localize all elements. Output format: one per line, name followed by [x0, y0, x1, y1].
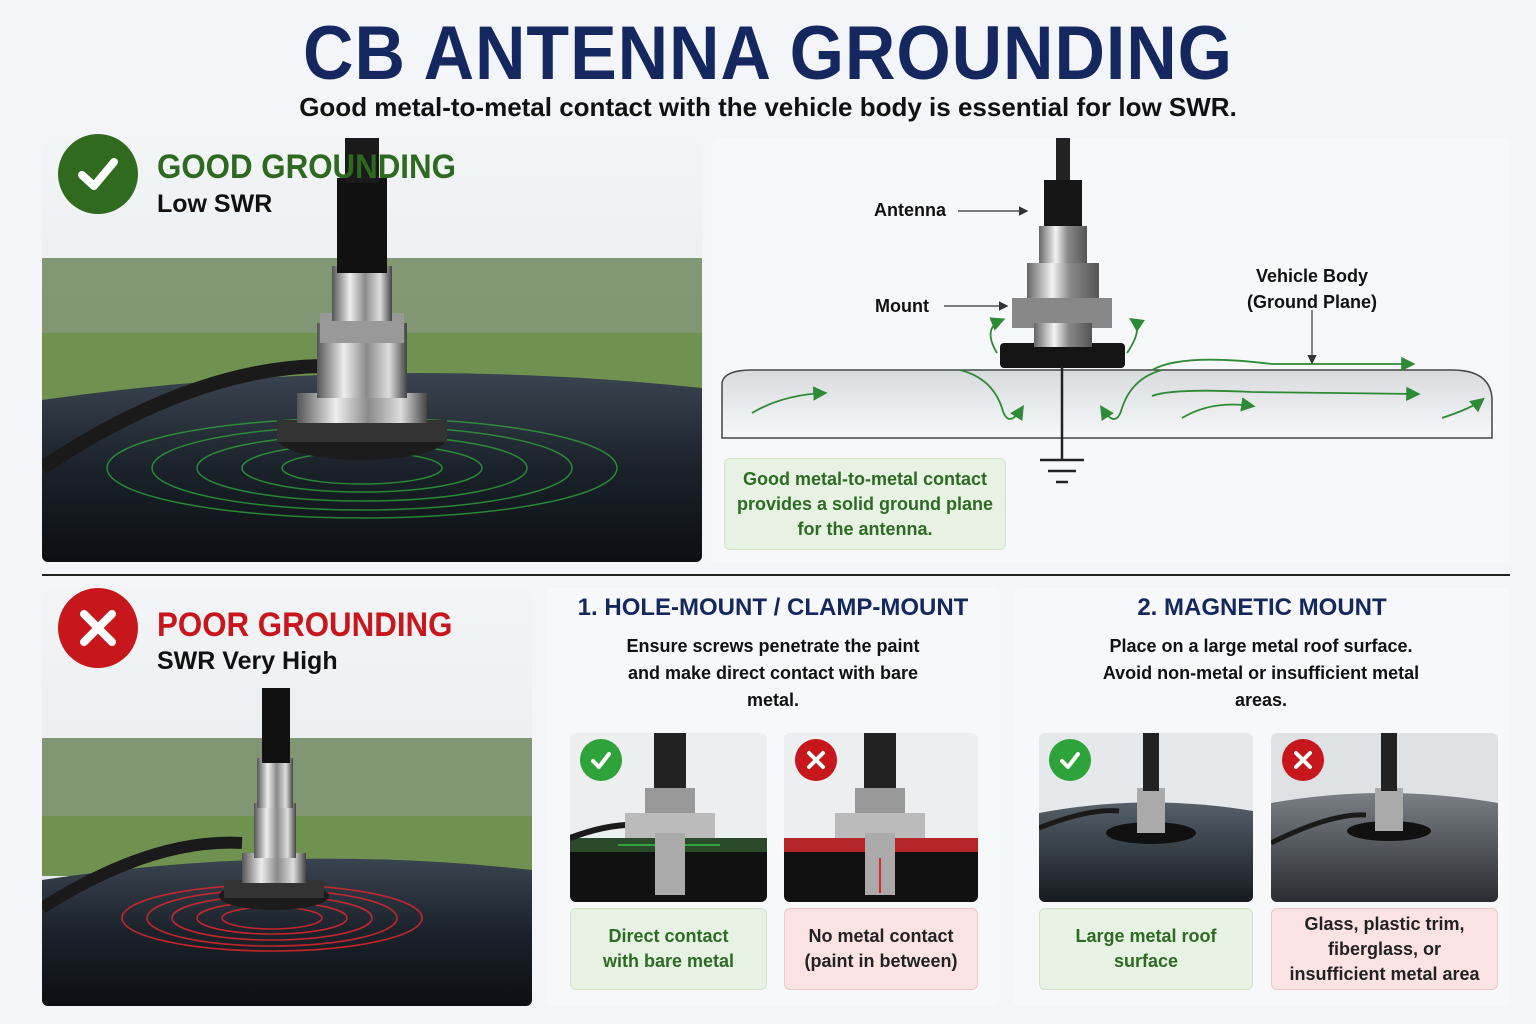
magnetic-mount-desc: Place on a large metal roof surface. Avo… — [1102, 636, 1420, 710]
hole-good-check-icon — [580, 739, 622, 781]
good-check-icon — [58, 134, 138, 214]
magnetic-good-check-icon — [1049, 739, 1091, 781]
ground-plane-diagram — [721, 138, 1493, 484]
diagram-note: Good metal-to-metal contact provides a s… — [724, 458, 1006, 550]
vehicle-body-label-line2: (Ground Plane) — [1247, 292, 1377, 312]
section-divider — [42, 574, 1510, 576]
vehicle-body-label-line1: Vehicle Body — [1255, 266, 1369, 286]
good-grounding-photo — [42, 138, 702, 562]
mount-label: Mount — [875, 296, 929, 316]
page-title: CB ANTENNA GROUNDING — [303, 11, 1233, 96]
hole-mount-title: 1. HOLE-MOUNT / CLAMP-MOUNT — [577, 594, 969, 621]
magnetic-bad-cross-icon — [1282, 739, 1324, 781]
hole-bad-cross-icon — [795, 739, 837, 781]
vehicle-body-label: Vehicle Body (Ground Plane) — [1212, 263, 1412, 315]
page-subtitle: Good metal-to-metal contact with the veh… — [299, 92, 1237, 122]
poor-grounding-photo — [42, 588, 532, 1006]
hole-good-caption: Direct contact with bare metal — [570, 908, 767, 990]
magnetic-good-caption: Large metal roof surface — [1039, 908, 1253, 990]
antenna-label: Antenna — [874, 200, 946, 220]
good-antenna-illustration — [42, 138, 702, 562]
good-grounding-title: GOOD GROUNDING — [157, 148, 456, 186]
good-grounding-subtitle: Low SWR — [157, 190, 273, 218]
poor-grounding-subtitle: SWR Very High — [157, 647, 338, 675]
poor-cross-icon — [58, 588, 138, 668]
magnetic-bad-caption: Glass, plastic trim, fiberglass, or insu… — [1271, 908, 1498, 990]
hole-mount-desc: Ensure screws penetrate the paint and ma… — [626, 636, 920, 710]
poor-antenna-illustration — [42, 588, 532, 1006]
hole-mount-bad-image — [784, 733, 978, 902]
poor-grounding-title: POOR GROUNDING — [157, 606, 453, 644]
hole-bad-caption: No metal contact (paint in between) — [784, 908, 978, 990]
magnetic-mount-title: 2. MAGNETIC MOUNT — [1137, 594, 1387, 621]
